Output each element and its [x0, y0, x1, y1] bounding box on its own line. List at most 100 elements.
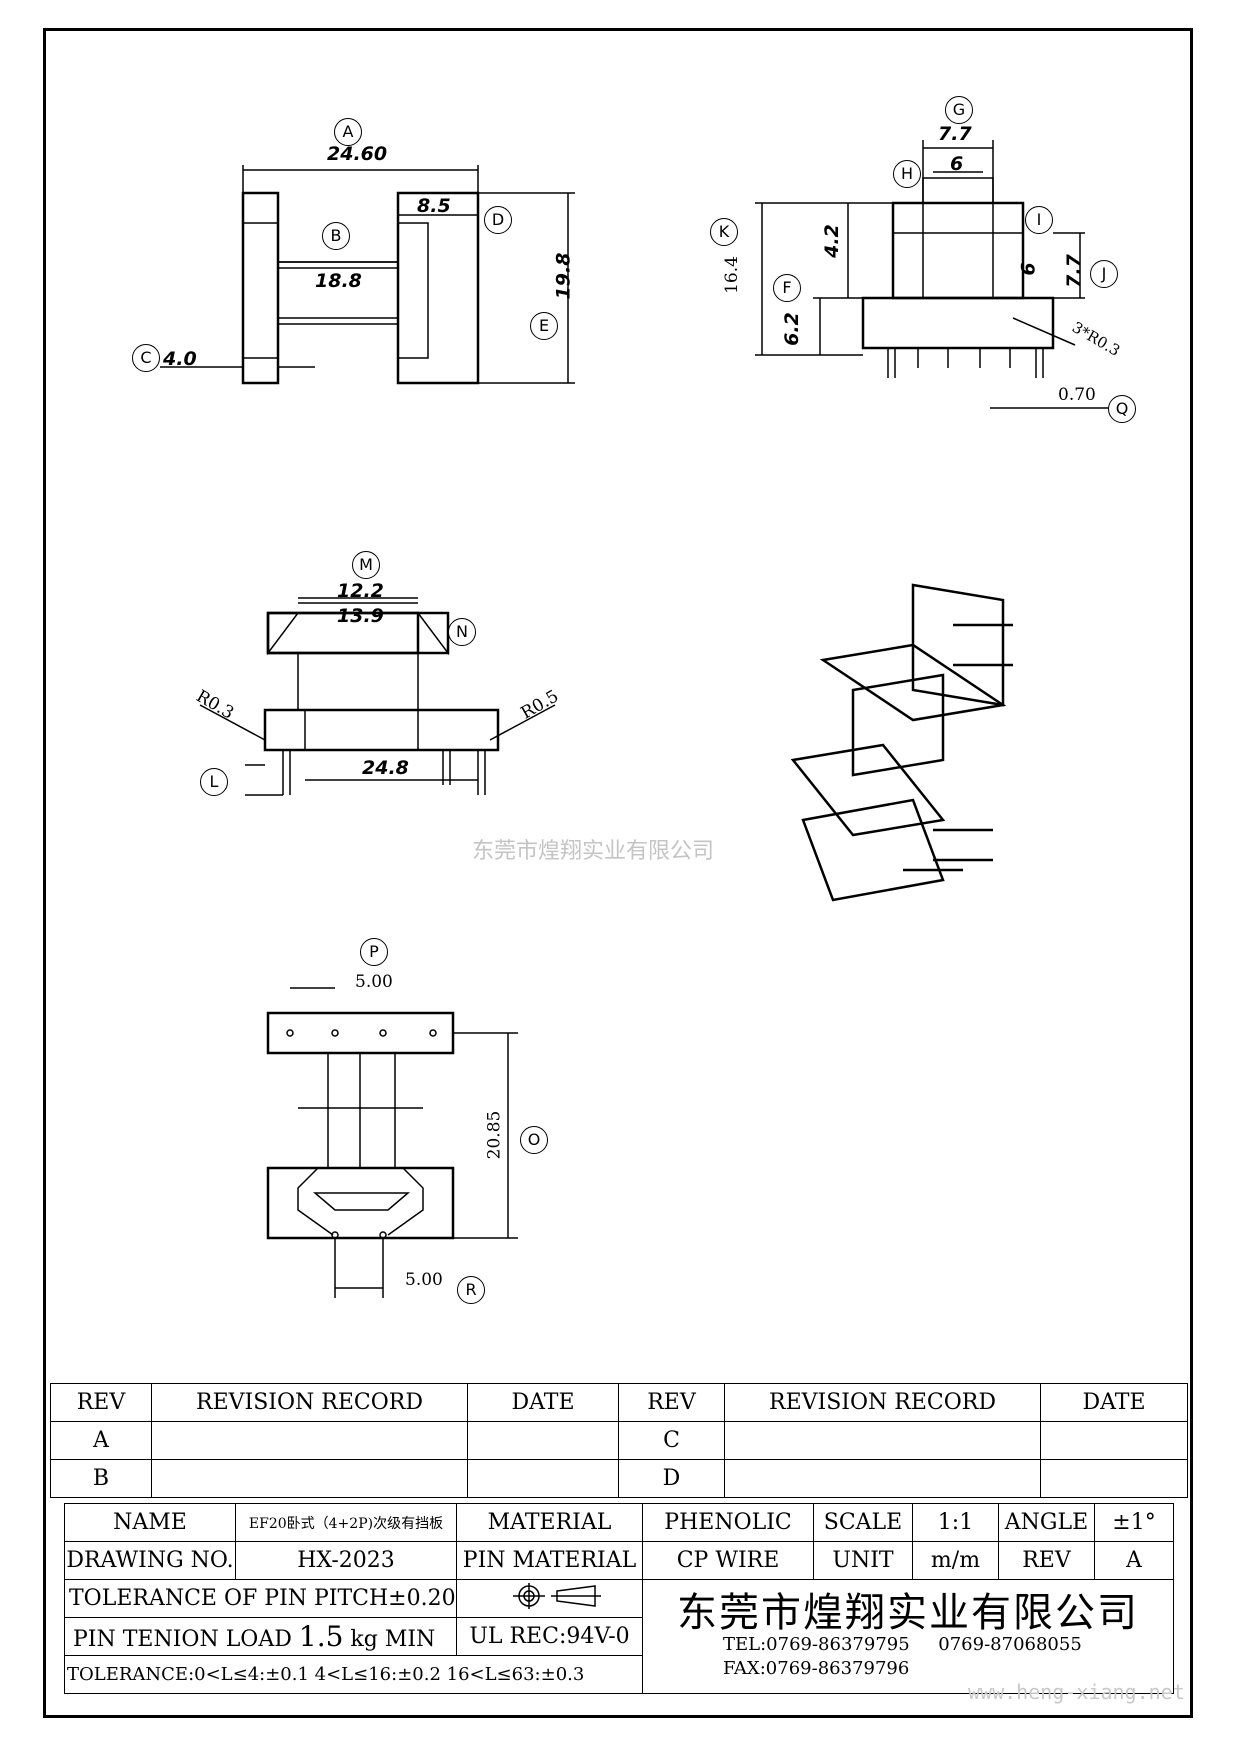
company-block: 东莞市煌翔实业有限公司 TEL:0769-86379795 0769-87068…	[642, 1579, 1174, 1694]
bottom-view	[266, 987, 518, 1298]
pin-material-value: CP WIRE	[642, 1541, 814, 1580]
name-value: EF20卧式（4+2P)次级有挡板	[235, 1503, 457, 1542]
dim-d: 8.5	[417, 195, 451, 217]
material-label: MATERIAL	[456, 1503, 643, 1542]
date-cell	[467, 1421, 619, 1460]
tel: TEL:0769-86379795	[723, 1633, 910, 1655]
title-block: NAME EF20卧式（4+2P)次级有挡板 MATERIAL PHENOLIC…	[64, 1503, 1174, 1694]
dim-f: 6.2	[780, 312, 803, 346]
revision-header-row: REV REVISION RECORD DATE REV REVISION RE…	[50, 1383, 1188, 1422]
title-row-4: PIN TENION LOAD 1.5 kg MIN UL REC:94V-0	[64, 1617, 1174, 1656]
pin-tension-value: 1.5	[298, 1620, 344, 1653]
dim-c: 4.0	[163, 348, 197, 370]
callout-l: L	[200, 768, 228, 796]
dim-k: 16.4	[721, 256, 742, 294]
rev-cell: C	[618, 1421, 725, 1460]
dim-n: 13.9	[337, 605, 384, 627]
callout-p: P	[360, 938, 388, 966]
pin-material-label: PIN MATERIAL	[456, 1541, 643, 1580]
pin-tension: PIN TENION LOAD 1.5 kg MIN	[64, 1617, 457, 1656]
isometric-view	[790, 583, 1013, 902]
general-tolerance: TOLERANCE:0<L≤4:±0.1 4<L≤16:±0.2 16<L≤63…	[64, 1655, 643, 1694]
watermark-company: 东莞市煌翔实业有限公司	[472, 839, 715, 864]
dim-l: 24.8	[362, 757, 409, 779]
contact-info: TEL:0769-86379795 0769-87068055 FAX:0769…	[643, 1633, 1173, 1681]
callout-n: N	[448, 618, 476, 646]
dim-e: 19.8	[552, 252, 575, 300]
watermark-url: www.heng-xiang.net	[968, 1680, 1185, 1704]
rev-cell: A	[50, 1421, 152, 1460]
dim-j: 7.7	[1062, 254, 1085, 288]
revision-table: REV REVISION RECORD DATE REV REVISION RE…	[50, 1383, 1188, 1498]
callout-q: Q	[1108, 395, 1136, 423]
dim-o: 20.85	[484, 1110, 505, 1160]
revision-record-cell	[151, 1459, 468, 1498]
header-revision-record-2: REVISION RECORD	[724, 1383, 1041, 1422]
rev-label: REV	[998, 1541, 1095, 1580]
drawing-no-value: HX-2023	[235, 1541, 457, 1580]
callout-i: I	[1025, 206, 1053, 234]
callout-f: F	[773, 274, 801, 302]
dim-p: 5.00	[355, 972, 393, 992]
revision-record-cell	[151, 1421, 468, 1460]
dim-q: 0.70	[1058, 385, 1096, 405]
header-rev-2: REV	[618, 1383, 725, 1422]
drawing-no-label: DRAWING NO.	[64, 1541, 236, 1580]
tel-2: 0769-87068055	[938, 1633, 1082, 1655]
dim-i: 6	[1017, 262, 1040, 276]
unit-value: m/m	[912, 1541, 999, 1580]
callout-j: J	[1090, 260, 1118, 288]
rev-cell: D	[618, 1459, 725, 1498]
pin-tension-unit: kg MIN	[350, 1627, 436, 1652]
side-view	[755, 140, 1110, 409]
projection-symbol	[456, 1579, 643, 1618]
date-cell	[1040, 1459, 1188, 1498]
callout-e: E	[530, 312, 558, 340]
callout-r: R	[457, 1276, 485, 1304]
angle-value: ±1°	[1094, 1503, 1174, 1542]
dim-g: 7.7	[938, 123, 972, 145]
ul-rec: UL REC:94V-0	[456, 1617, 643, 1656]
material-value: PHENOLIC	[642, 1503, 814, 1542]
title-row-2: DRAWING NO. HX-2023 PIN MATERIAL CP WIRE…	[64, 1541, 1174, 1580]
projection-symbol-icon	[512, 1582, 601, 1609]
callout-d: D	[484, 206, 512, 234]
angle-label: ANGLE	[998, 1503, 1095, 1542]
dim-m: 12.2	[337, 580, 384, 602]
title-row-1: NAME EF20卧式（4+2P)次级有挡板 MATERIAL PHENOLIC…	[64, 1503, 1174, 1542]
dim-r: 5.00	[405, 1270, 443, 1290]
callout-b: B	[322, 222, 350, 250]
fax: FAX:0769-86379796	[723, 1657, 910, 1679]
top-view	[160, 165, 575, 385]
pin-tension-label: PIN TENION LOAD	[73, 1627, 292, 1652]
date-cell	[1040, 1421, 1188, 1460]
rev-cell: B	[50, 1459, 152, 1498]
callout-k: K	[710, 218, 738, 246]
title-row-5: TOLERANCE:0<L≤4:±0.1 4<L≤16:±0.2 16<L≤63…	[64, 1655, 1174, 1694]
callout-g: G	[945, 96, 973, 124]
name-label: NAME	[64, 1503, 236, 1542]
header-revision-record: REVISION RECORD	[151, 1383, 468, 1422]
dim-a: 24.60	[327, 143, 388, 165]
dim-k2: 4.2	[820, 224, 843, 258]
revision-row: A C	[50, 1421, 1188, 1460]
scale-label: SCALE	[813, 1503, 913, 1542]
header-rev: REV	[50, 1383, 152, 1422]
company-name: 东莞市煌翔实业有限公司	[677, 1589, 1139, 1636]
revision-row: B D	[50, 1459, 1188, 1498]
rev-value: A	[1094, 1541, 1174, 1580]
drawing-frame	[43, 28, 1193, 1718]
unit-label: UNIT	[813, 1541, 913, 1580]
title-row-3: TOLERANCE OF PIN PITCH±0.20 东莞市煌翔实业有限公司 …	[64, 1579, 1174, 1694]
callout-m: M	[352, 551, 380, 579]
callout-c: C	[132, 344, 160, 372]
callout-o: O	[520, 1126, 548, 1154]
revision-record-cell	[724, 1459, 1041, 1498]
dim-b: 18.8	[315, 270, 362, 292]
scale-value: 1:1	[912, 1503, 999, 1542]
tolerance-pin-pitch: TOLERANCE OF PIN PITCH±0.20	[64, 1579, 457, 1618]
date-cell	[467, 1459, 619, 1498]
callout-h: H	[893, 160, 921, 188]
dim-h: 6	[950, 153, 964, 175]
